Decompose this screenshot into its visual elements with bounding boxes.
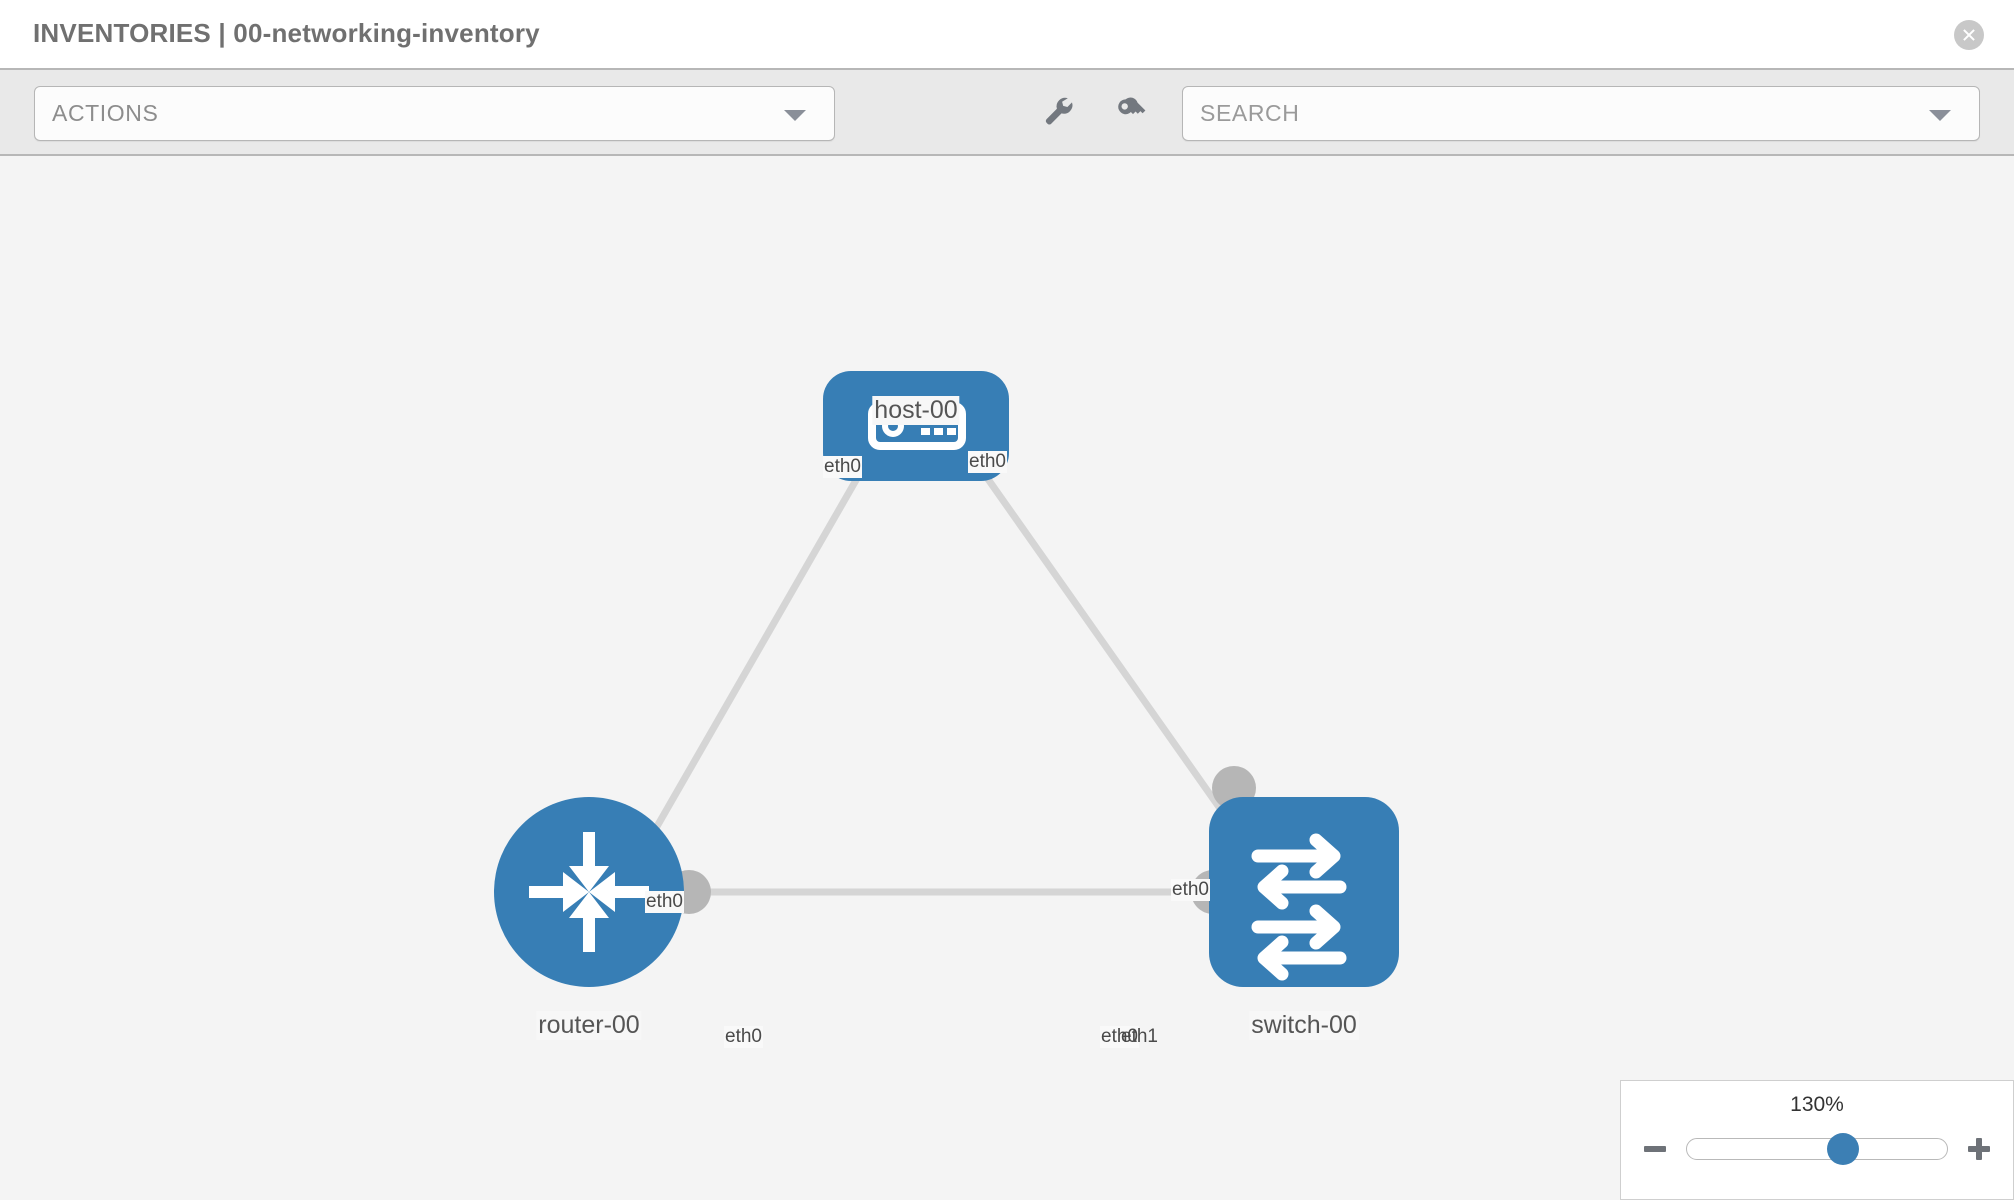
iface-label-switch00-eth0-uplink: eth0 [1171,879,1210,901]
node-switch-00[interactable] [1209,797,1399,987]
node-label-router-00: router-00 [536,1011,642,1040]
iface-label-switch00-eth0-overlap: eth0 [1100,1026,1139,1048]
node-label-switch-00: switch-00 [1249,1011,1359,1040]
page-header: INVENTORIES | 00-networking-inventory [0,0,2014,68]
search-placeholder: SEARCH [1200,100,1300,126]
node-router-00[interactable] [494,797,684,987]
zoom-out-button[interactable] [1642,1136,1668,1162]
link-host00-router00[interactable] [636,426,890,858]
search-input[interactable]: SEARCH [1182,86,1980,141]
router-arrows-icon [529,832,649,952]
topology-graph [494,371,1399,987]
topology-links [636,425,1248,896]
zoom-level-value: 130% [1790,1093,1844,1116]
zoom-control-panel: 130% [1620,1080,2014,1200]
iface-label-router00-eth0-uplink: eth0 [645,891,684,913]
chevron-down-icon [784,109,806,121]
iface-label-switch00-eth1: eth1 [1121,1026,1158,1047]
toolbar: ACTIONS SEARCH [0,68,2014,156]
zoom-in-button[interactable] [1966,1136,1992,1162]
iface-label-router00-eth0: eth0 [724,1026,763,1048]
zoom-slider-thumb[interactable] [1827,1133,1859,1165]
key-icon[interactable] [1114,94,1148,133]
node-label-host-00: host-00 [872,396,960,425]
actions-dropdown-label: ACTIONS [52,100,159,126]
zoom-slider-row [1621,1129,2013,1169]
switch-arrows-icon [1251,833,1347,981]
zoom-slider-track[interactable] [1686,1133,1948,1165]
actions-dropdown[interactable]: ACTIONS [34,86,835,141]
iface-label-host00-eth0-left: eth0 [823,456,862,478]
iface-label-host00-eth0-right: eth0 [968,451,1007,473]
interface-connectors [667,412,1256,914]
page-title: INVENTORIES | 00-networking-inventory [33,18,540,48]
chevron-down-icon[interactable] [1929,109,1951,121]
link-host00-switch00[interactable] [949,425,1248,847]
toolbar-icon-group [1042,86,1148,141]
topology-canvas[interactable]: host-00 router-00 switch-00 eth0 eth0 et… [0,156,2014,1200]
wrench-icon[interactable] [1042,94,1076,133]
close-icon[interactable] [1954,20,1984,50]
